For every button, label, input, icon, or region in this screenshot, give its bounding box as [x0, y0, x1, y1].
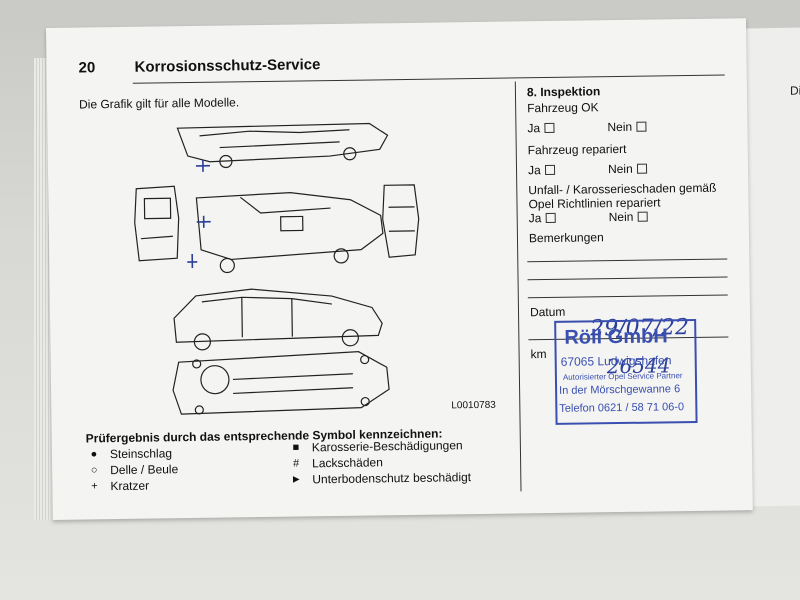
yes-label: Ja [527, 163, 541, 178]
plus-icon: + [91, 480, 98, 493]
yes-label: Ja [527, 121, 541, 136]
legend-label: Steinschlag [109, 446, 173, 462]
legend-label: Delle / Beule [110, 462, 179, 478]
stamp-subtitle: Autorisierter Opel Service Partner [562, 371, 683, 382]
checkbox-row: Ja [529, 211, 556, 225]
car-side-view-wagon [173, 288, 383, 351]
header-rule [132, 74, 725, 84]
booklet-page: 20 Korrosionsschutz-Service Die Grafik g… [46, 18, 753, 520]
legend-label: Karosserie-Beschädigungen [311, 438, 463, 455]
legend-item: ● Steinschlag [88, 446, 173, 462]
legend-item: ► Unterbodenschutz beschädigt [290, 470, 471, 487]
page-title: Korrosionsschutz-Service [134, 56, 321, 76]
inspection-heading: 8. Inspektion [526, 84, 601, 100]
km-label: km [530, 347, 547, 362]
remarks-label: Bemerkungen [528, 230, 604, 246]
triangle-right-icon: ► [290, 473, 302, 486]
no-label: Nein [607, 119, 633, 135]
stamp-company-name: Röll GmbH [564, 325, 668, 349]
yes-checkbox[interactable] [544, 164, 555, 176]
legend-label: Unterbodenschutz beschädigt [312, 470, 472, 487]
diagram-code: L0010783 [451, 399, 496, 412]
stamp-phone: Telefon 0621 / 58 71 06-0 [559, 401, 685, 415]
dealer-stamp: Röll GmbH 67065 Ludwigshafen Autorisiert… [554, 318, 698, 425]
question-vehicle-ok: Fahrzeug OK [527, 100, 599, 116]
filled-square-icon: ■ [292, 441, 300, 454]
no-checkbox[interactable] [637, 211, 648, 222]
checkbox-row: Nein [608, 209, 648, 225]
checkbox-row: Nein [607, 161, 647, 177]
remarks-line [527, 276, 728, 281]
page-number: 20 [78, 59, 96, 77]
no-checkbox[interactable] [636, 121, 647, 132]
car-body-diagram [134, 122, 420, 415]
yes-label: Ja [528, 211, 542, 226]
checkbox-row: Nein [607, 119, 647, 135]
stamp-street: In der Mörschgewanne 6 [559, 383, 681, 397]
scratch-marks [187, 159, 211, 268]
checkbox-row: Ja [528, 163, 555, 177]
remarks-line [527, 258, 728, 263]
legend-item: ○ Delle / Beule [88, 462, 179, 478]
car-top-view-upper [176, 122, 389, 169]
date-label: Datum [529, 304, 566, 320]
no-label: Nein [607, 161, 633, 177]
right-page-text-fragment: Di [790, 83, 800, 98]
page-stack-edge [34, 58, 50, 520]
no-checkbox[interactable] [636, 163, 647, 174]
filled-circle-icon: ● [90, 448, 98, 461]
remarks-line [527, 294, 728, 299]
checkbox-row: Ja [527, 121, 555, 136]
legend-item: + Kratzer [88, 479, 149, 494]
question-vehicle-repaired: Fahrzeug repariert [527, 141, 627, 158]
car-side-view-upper [195, 192, 384, 274]
question-accident-line1: Unfall- / Karosserieschaden gemäß [528, 180, 717, 198]
open-circle-icon: ○ [90, 464, 98, 477]
car-underbody-view [172, 351, 390, 415]
legend-item: ■ Karosserie-Beschädigungen [290, 438, 463, 455]
legend-label: Kratzer [110, 478, 150, 494]
car-rear-view [134, 185, 180, 262]
legend-item: # Lackschäden [290, 455, 383, 470]
yes-checkbox[interactable] [544, 122, 555, 134]
yes-checkbox[interactable] [545, 212, 556, 224]
column-divider [514, 81, 522, 492]
hash-icon: # [292, 457, 300, 470]
legend-label: Lackschäden [312, 455, 383, 471]
intro-text: Die Grafik gilt für alle Modelle. [78, 95, 240, 112]
stamp-city: 67065 Ludwigshafen [560, 353, 672, 369]
car-front-view [382, 184, 420, 258]
no-label: Nein [608, 209, 634, 225]
